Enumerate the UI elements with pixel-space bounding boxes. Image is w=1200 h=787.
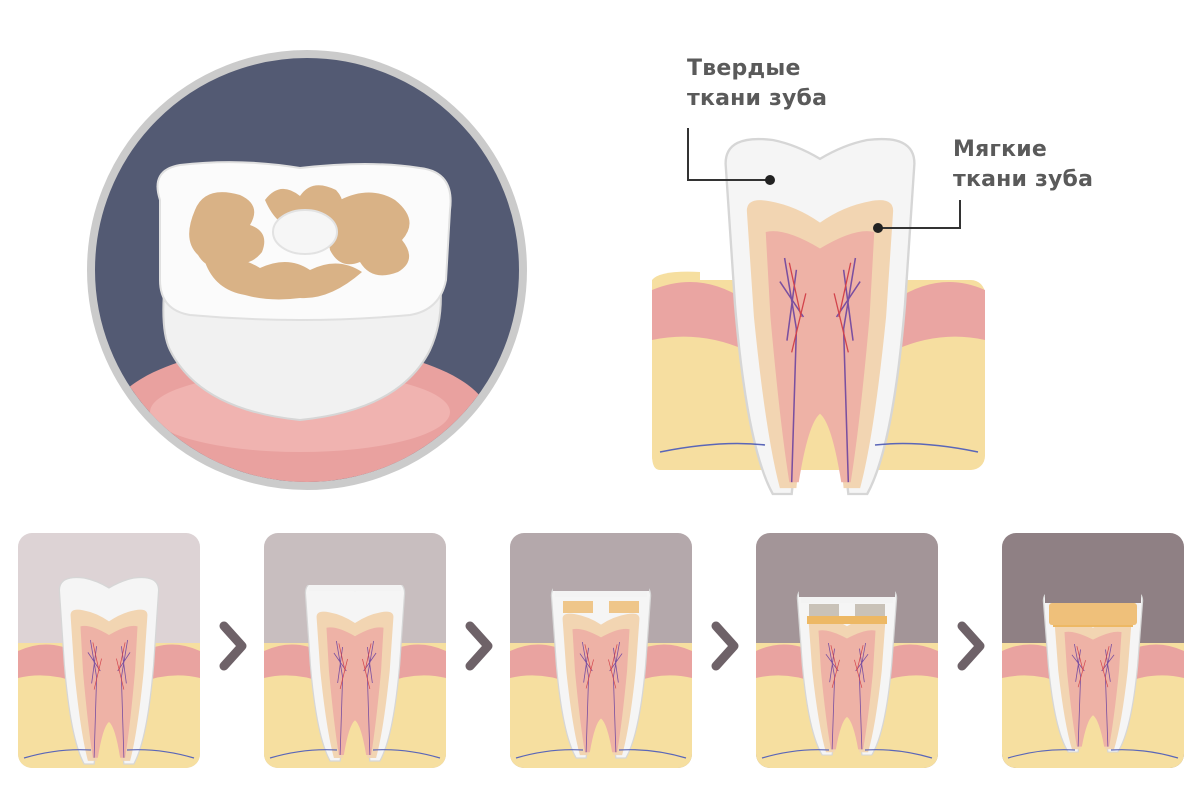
stage-panel-3: [510, 533, 692, 768]
stage-panel-2: [264, 533, 446, 768]
chevron-right-icon: [465, 621, 493, 671]
stage-enamel-loss: [1045, 581, 1141, 603]
chevron-right-icon: [219, 621, 247, 671]
label-hard-line1: Твердые: [687, 56, 801, 81]
label-hard-tissue: Твердые ткани зуба: [687, 54, 827, 114]
stage-panel-5: [1002, 533, 1184, 768]
fissure-stains: [189, 185, 410, 300]
stage-panel-1: [18, 533, 200, 768]
stage-cavity: [563, 601, 639, 613]
callout-dot-soft: [873, 223, 883, 233]
gum-left: [652, 282, 745, 350]
stage-enamel-loss: [553, 575, 649, 591]
molar-top-view: [87, 50, 527, 490]
stage-enamel-loss: [799, 578, 895, 597]
stage-enamel-loss: [307, 572, 403, 585]
caries-progression: [18, 533, 1184, 768]
callout-line-hard: [687, 128, 770, 181]
callout-dot-hard: [765, 175, 775, 185]
label-soft-line1: Мягкие: [953, 137, 1047, 162]
callout-line-soft: [878, 200, 961, 229]
label-soft-line2: ткани зуба: [953, 167, 1094, 192]
chevron-right-icon: [711, 621, 739, 671]
label-soft-tissue: Мягкие ткани зуба: [953, 135, 1093, 195]
gum-right: [895, 282, 985, 350]
tooth-cross-section: [652, 128, 985, 496]
stage-panel-4: [756, 533, 938, 768]
label-hard-line2: ткани зуба: [687, 86, 828, 111]
chevron-right-icon: [957, 621, 985, 671]
molar-cusp: [272, 209, 338, 255]
stage-cavity: [809, 604, 885, 616]
